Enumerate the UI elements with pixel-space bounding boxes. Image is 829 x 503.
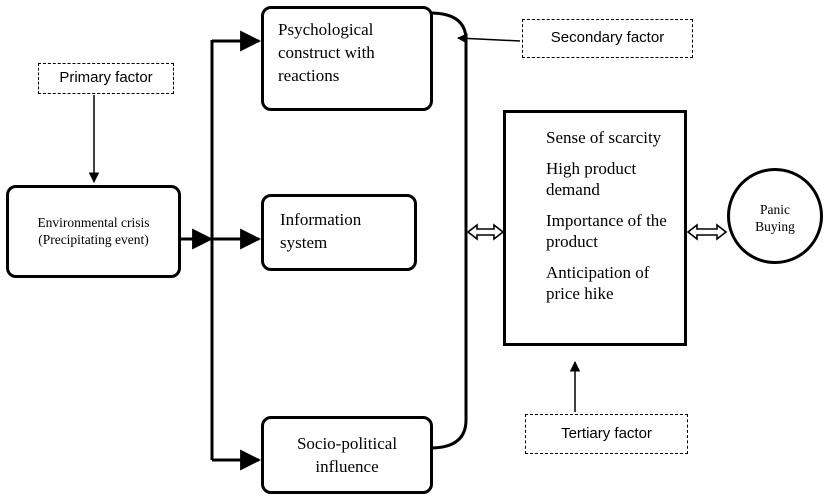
factor-anticipation-line-1: Anticipation of xyxy=(546,263,650,282)
factor-anticipation-line-2: price hike xyxy=(546,284,614,303)
factors-box: Sense of scarcity High product demand Im… xyxy=(503,110,687,346)
factor-importance-line-2: product xyxy=(546,232,598,251)
secondary-factor-arrow xyxy=(456,33,521,44)
psychological-construct-node: Psychological construct with reactions xyxy=(261,6,433,111)
bracket-factors-double-arrow xyxy=(466,223,505,241)
factor-high-product-line-2: demand xyxy=(546,180,600,199)
panic-buying-node: Panic Buying xyxy=(727,168,823,264)
factor-high-product-line-1: High product xyxy=(546,159,637,178)
panic-buying-line-1: Panic xyxy=(760,202,790,217)
socio-political-line-1: Socio-political xyxy=(296,434,398,453)
panic-buying-line-2: Buying xyxy=(755,219,795,234)
secondary-factor-label: Secondary factor xyxy=(522,19,693,58)
psychological-line-1: Psychological xyxy=(278,20,374,39)
psychological-line-3: reactions xyxy=(278,66,340,85)
socio-political-node: Socio-political influence xyxy=(261,416,433,494)
factor-importance-line-1: Importance of the xyxy=(546,211,667,230)
tertiary-factor-label: Tertiary factor xyxy=(525,414,688,454)
factor-sense-of-scarcity: Sense of scarcity xyxy=(546,128,662,147)
environmental-crisis-line-2: (Precipitating event) xyxy=(38,232,149,247)
primary-factor-label: Primary factor xyxy=(38,63,174,94)
information-line-2: system xyxy=(280,233,328,252)
psychological-line-2: construct with xyxy=(278,43,375,62)
information-line-1: Information xyxy=(280,210,362,229)
information-system-node: Information system xyxy=(261,194,417,271)
environmental-crisis-line-1: Environmental crisis xyxy=(37,215,150,230)
factors-panic-double-arrow xyxy=(686,223,728,241)
socio-political-line-2: influence xyxy=(315,457,379,476)
environmental-crisis-node: Environmental crisis (Precipitating even… xyxy=(6,185,181,278)
right-bracket xyxy=(429,11,468,450)
